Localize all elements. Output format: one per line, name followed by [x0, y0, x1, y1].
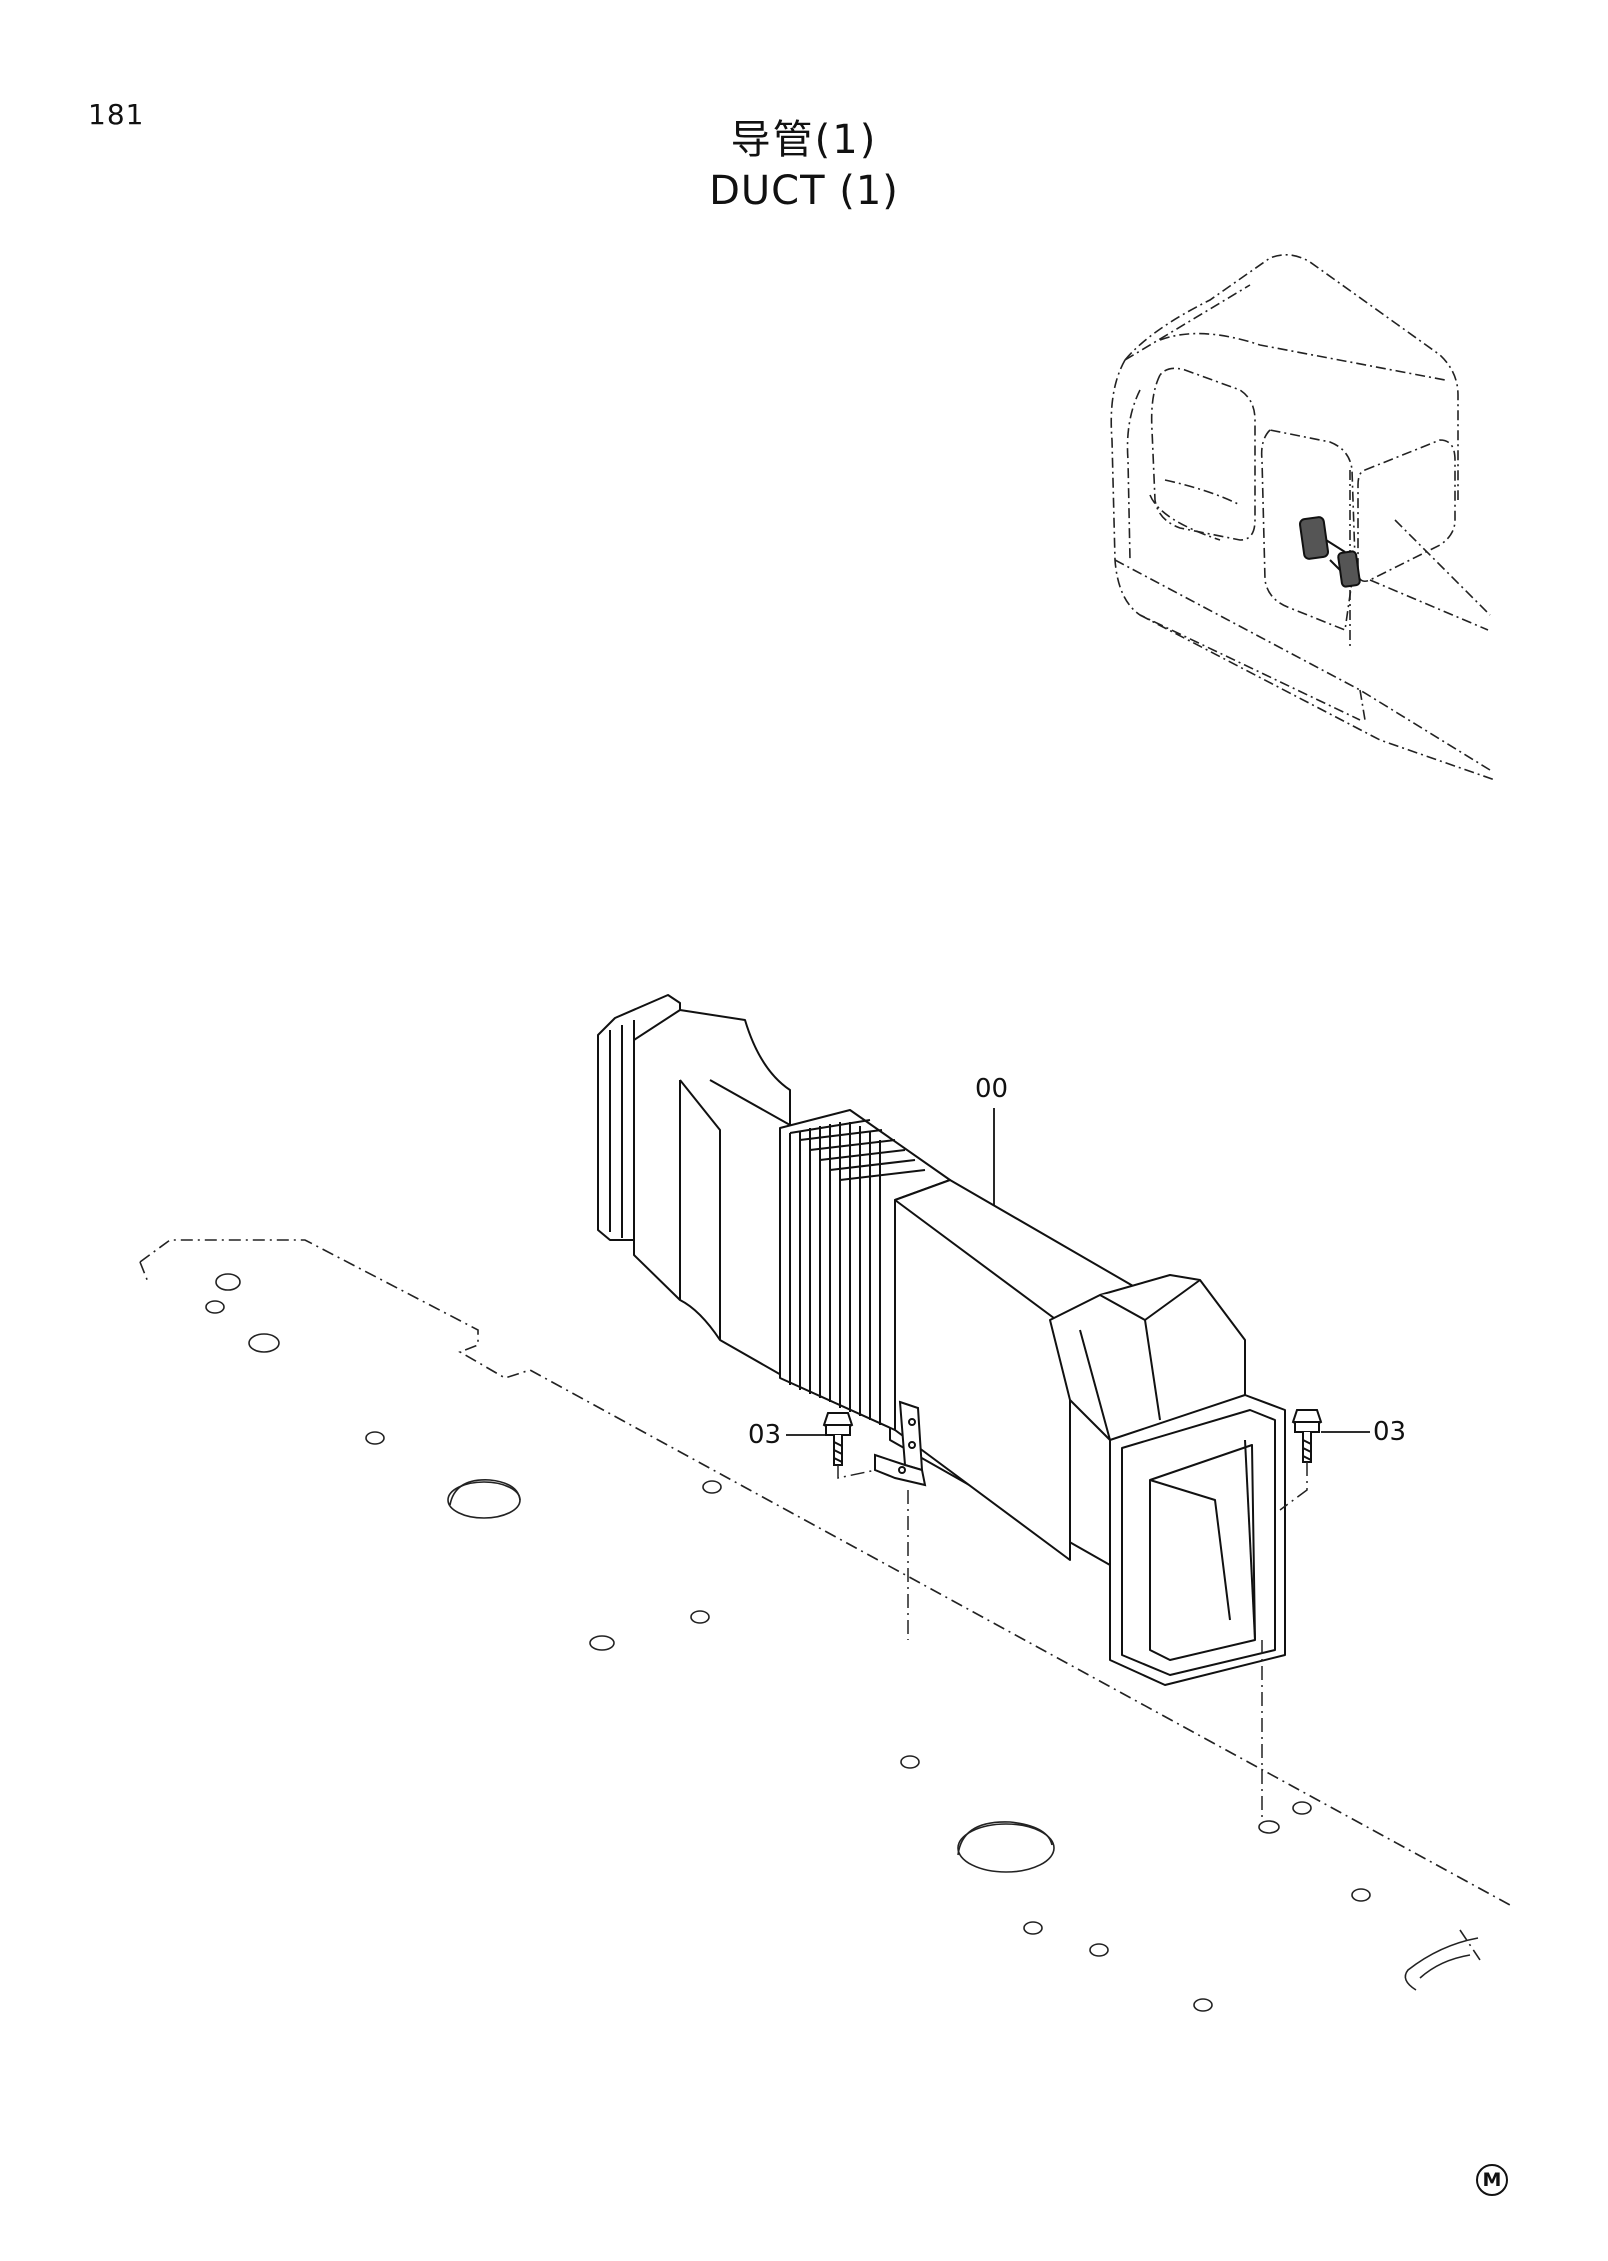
- installation-lines: [837, 1462, 1308, 1820]
- callout-duct: 00: [975, 1074, 1008, 1104]
- duct-assembly: [597, 994, 1286, 1686]
- page-title-chinese: 导管(1): [730, 117, 878, 163]
- inset-duct-highlight: [1298, 516, 1361, 588]
- page-number: 181: [88, 98, 145, 131]
- leader-lines: [786, 1108, 1370, 1436]
- callout-bolt-left: 03: [748, 1420, 781, 1450]
- bolt-left: [822, 1412, 854, 1466]
- base-plate: [139, 1239, 1511, 1961]
- mounting-bracket: [874, 1400, 927, 1487]
- manual-mark-icon: M: [1476, 2164, 1508, 2196]
- title-block: 导管(1) DUCT (1): [0, 115, 1608, 217]
- bolt-right: [1291, 1409, 1323, 1463]
- page-title-english: DUCT (1): [709, 168, 899, 214]
- duct-bellows: [779, 1109, 951, 1431]
- base-plate-holes: [205, 1273, 1479, 2012]
- cab-inset: [1110, 254, 1496, 781]
- callout-bolt-right: 03: [1373, 1417, 1406, 1447]
